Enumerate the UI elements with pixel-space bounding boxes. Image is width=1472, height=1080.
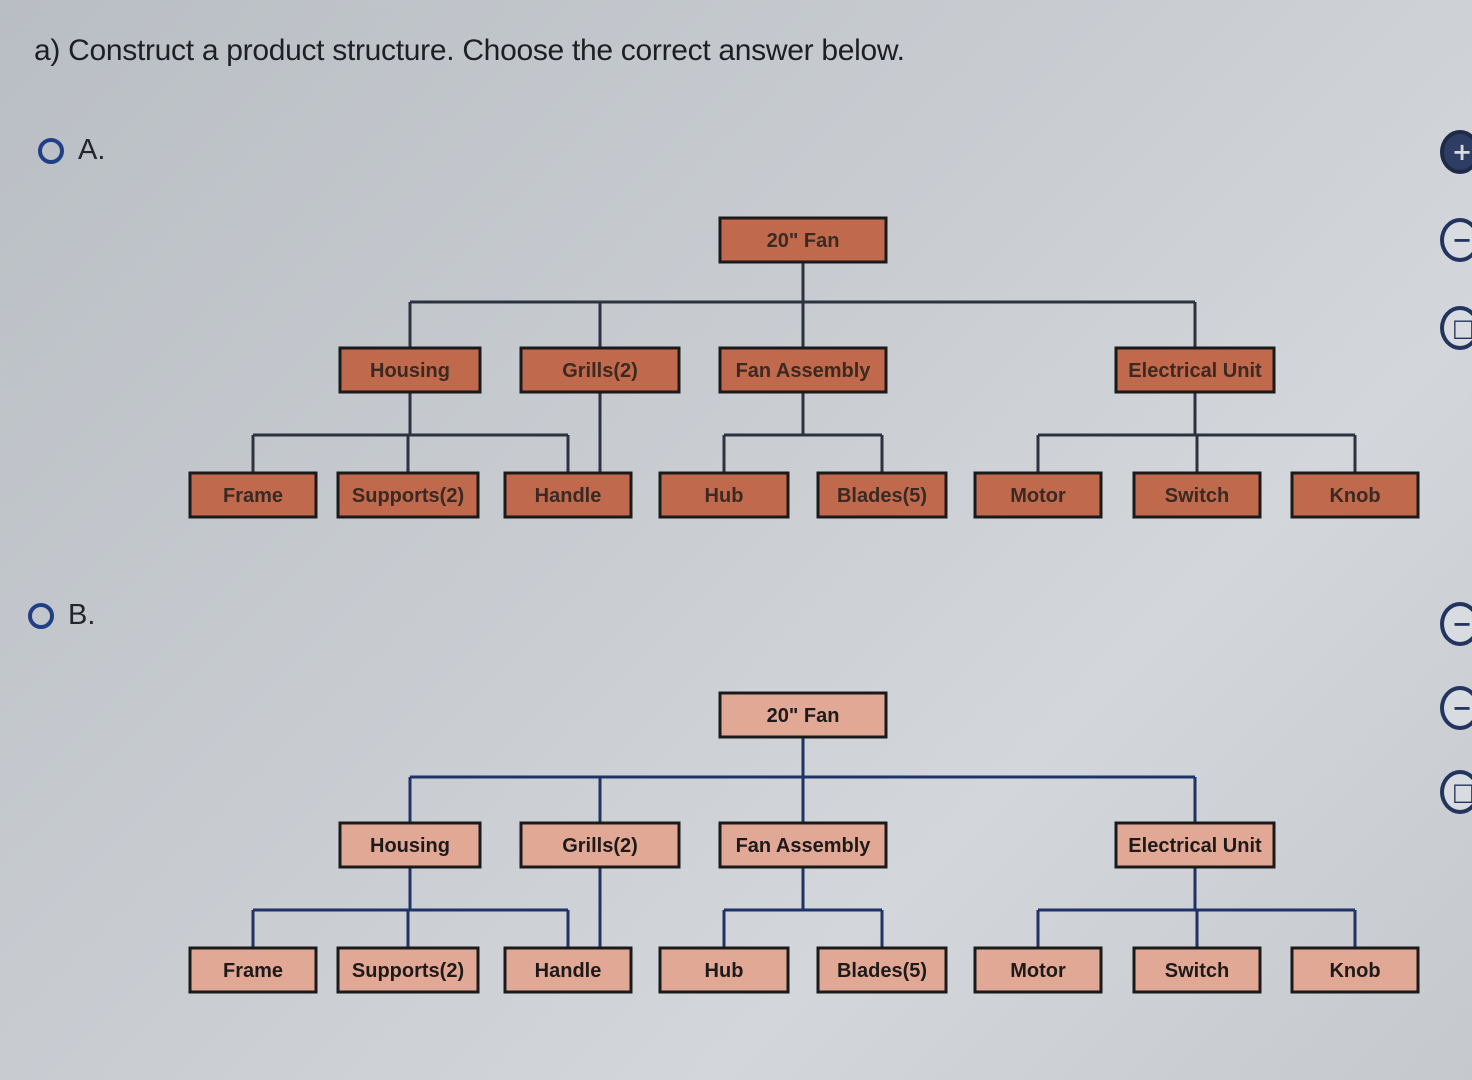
level2-box-1-label: Supports(2) bbox=[352, 485, 464, 507]
level2-box-7-label: Knob bbox=[1329, 960, 1380, 982]
level2-box-2-rect bbox=[503, 471, 633, 519]
level2-box-4-label: Blades(5) bbox=[837, 485, 927, 507]
level1-box-1-rect bbox=[519, 346, 681, 394]
level1-box-3: Electrical Unit bbox=[1114, 821, 1276, 869]
level2-box-4-rect bbox=[816, 946, 948, 994]
level1-box-1-rect bbox=[519, 821, 681, 869]
root-box-20in-fan-label: 20" Fan bbox=[767, 705, 840, 727]
level2-box-3-rect bbox=[658, 946, 790, 994]
level2-box-4: Blades(5) bbox=[816, 471, 948, 519]
level2-box-1-rect bbox=[336, 471, 480, 519]
level2-box-5: Motor bbox=[973, 946, 1103, 994]
level1-box-0: Housing bbox=[338, 821, 482, 869]
level2-box-3: Hub bbox=[658, 946, 790, 994]
level2-box-4-label: Blades(5) bbox=[837, 960, 927, 982]
option-b-radio-row[interactable]: B. bbox=[28, 599, 95, 632]
level2-box-7: Knob bbox=[1290, 946, 1420, 994]
zoom-out-icon-b1[interactable]: − bbox=[1440, 602, 1472, 646]
level2-box-7-rect bbox=[1290, 471, 1420, 519]
popout-icon[interactable]: □ bbox=[1440, 306, 1472, 350]
option-b-label: B. bbox=[68, 599, 96, 631]
level2-box-1-label: Supports(2) bbox=[352, 960, 464, 982]
level2-box-3: Hub bbox=[658, 471, 790, 519]
level1-box-2-rect bbox=[718, 346, 888, 394]
level2-box-5-label: Motor bbox=[1010, 960, 1066, 982]
level2-box-2-label: Handle bbox=[535, 485, 602, 507]
level2-box-2: Handle bbox=[503, 471, 633, 519]
root-box-20in-fan-label: 20" Fan bbox=[767, 230, 840, 252]
level1-box-3: Electrical Unit bbox=[1114, 346, 1276, 394]
root-box-20in-fan: 20" Fan bbox=[718, 216, 888, 264]
level2-box-4: Blades(5) bbox=[816, 946, 948, 994]
level1-box-0-label: Housing bbox=[370, 360, 450, 382]
level2-box-5: Motor bbox=[973, 471, 1103, 519]
level2-box-0-label: Frame bbox=[223, 960, 283, 982]
level1-box-2: Fan Assembly bbox=[718, 821, 888, 869]
root-box-20in-fan-rect bbox=[718, 691, 888, 739]
question-text: a) Construct a product structure. Choose… bbox=[34, 34, 905, 67]
level2-box-0: Frame bbox=[188, 946, 318, 994]
level2-box-0: Frame bbox=[188, 471, 318, 519]
level2-box-6-rect bbox=[1132, 946, 1262, 994]
level1-box-1-label: Grills(2) bbox=[562, 360, 638, 382]
level1-box-1-label: Grills(2) bbox=[562, 835, 638, 857]
zoom-in-icon[interactable]: + bbox=[1440, 130, 1472, 174]
level2-box-4-rect bbox=[816, 471, 948, 519]
level2-box-2-label: Handle bbox=[535, 960, 602, 982]
level2-box-6-label: Switch bbox=[1165, 960, 1229, 982]
option-a-label: A. bbox=[78, 134, 106, 166]
option-a-radio[interactable] bbox=[38, 137, 64, 164]
level2-box-3-label: Hub bbox=[705, 960, 744, 982]
level2-box-3-rect bbox=[658, 471, 790, 519]
zoom-out-icon-b2[interactable]: − bbox=[1440, 686, 1472, 730]
level1-box-0-rect bbox=[338, 821, 482, 869]
level2-box-6-rect bbox=[1132, 471, 1262, 519]
level2-box-1: Supports(2) bbox=[336, 471, 480, 519]
level2-box-5-rect bbox=[973, 946, 1103, 994]
level1-box-3-rect bbox=[1114, 821, 1276, 869]
level2-box-1-rect bbox=[336, 946, 480, 994]
root-box-20in-fan-rect bbox=[718, 216, 888, 264]
level2-box-7-rect bbox=[1290, 946, 1420, 994]
popout-icon-b[interactable]: □ bbox=[1440, 770, 1472, 814]
level2-box-6: Switch bbox=[1132, 946, 1262, 994]
level1-box-1: Grills(2) bbox=[519, 821, 681, 869]
option-b-radio[interactable] bbox=[28, 602, 54, 629]
level2-box-7: Knob bbox=[1290, 471, 1420, 519]
level2-box-7-label: Knob bbox=[1329, 485, 1380, 507]
level2-box-2: Handle bbox=[503, 946, 633, 994]
level2-box-5-rect bbox=[973, 471, 1103, 519]
level1-box-2: Fan Assembly bbox=[718, 346, 888, 394]
root-box-20in-fan: 20" Fan bbox=[718, 691, 888, 739]
level1-box-0: Housing bbox=[338, 346, 482, 394]
level2-box-2-rect bbox=[503, 946, 633, 994]
level1-box-2-label: Fan Assembly bbox=[736, 360, 872, 382]
level1-box-3-label: Electrical Unit bbox=[1128, 360, 1262, 382]
level1-box-0-label: Housing bbox=[370, 835, 450, 857]
level1-box-3-label: Electrical Unit bbox=[1128, 835, 1262, 857]
level2-box-0-rect bbox=[188, 946, 318, 994]
level2-box-5-label: Motor bbox=[1010, 485, 1066, 507]
level2-box-3-label: Hub bbox=[705, 485, 744, 507]
level1-box-1: Grills(2) bbox=[519, 346, 681, 394]
option-a-radio-row[interactable]: A. bbox=[38, 134, 105, 167]
level2-box-6-label: Switch bbox=[1165, 485, 1229, 507]
level1-box-0-rect bbox=[338, 346, 482, 394]
level1-box-2-rect bbox=[718, 821, 888, 869]
level2-box-0-label: Frame bbox=[223, 485, 283, 507]
level1-box-3-rect bbox=[1114, 346, 1276, 394]
level1-box-2-label: Fan Assembly bbox=[736, 835, 872, 857]
level2-box-6: Switch bbox=[1132, 471, 1262, 519]
zoom-out-icon[interactable]: − bbox=[1440, 218, 1472, 262]
level2-box-1: Supports(2) bbox=[336, 946, 480, 994]
level2-box-0-rect bbox=[188, 471, 318, 519]
